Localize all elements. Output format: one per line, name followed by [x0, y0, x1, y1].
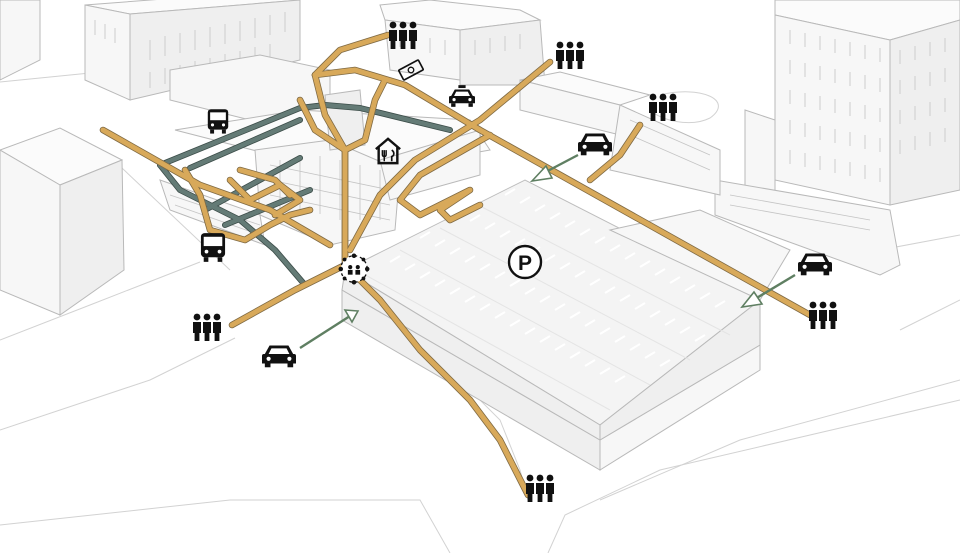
- pedestrian-group-icon: [649, 94, 677, 121]
- car-icon: [798, 254, 832, 276]
- pedestrian-group-icon: [809, 302, 837, 329]
- building-northwest: [85, 0, 330, 120]
- bus-icon: [201, 233, 225, 262]
- parking-symbol: P: [509, 246, 541, 278]
- car-arrow-north: [532, 155, 578, 181]
- pedestrian-group-icon: [389, 22, 417, 49]
- car-icon: [578, 134, 612, 156]
- car-icon: [262, 346, 296, 368]
- parking-symbol-label: P: [518, 252, 532, 275]
- pedestrian-group-icon: [556, 42, 584, 69]
- pedestrian-group-icon: [193, 314, 221, 341]
- car-arrow-west: [300, 310, 358, 348]
- pedestrian-group-icon: [526, 475, 554, 502]
- parking-structure: P: [342, 180, 790, 470]
- taxi-icon: [449, 85, 475, 107]
